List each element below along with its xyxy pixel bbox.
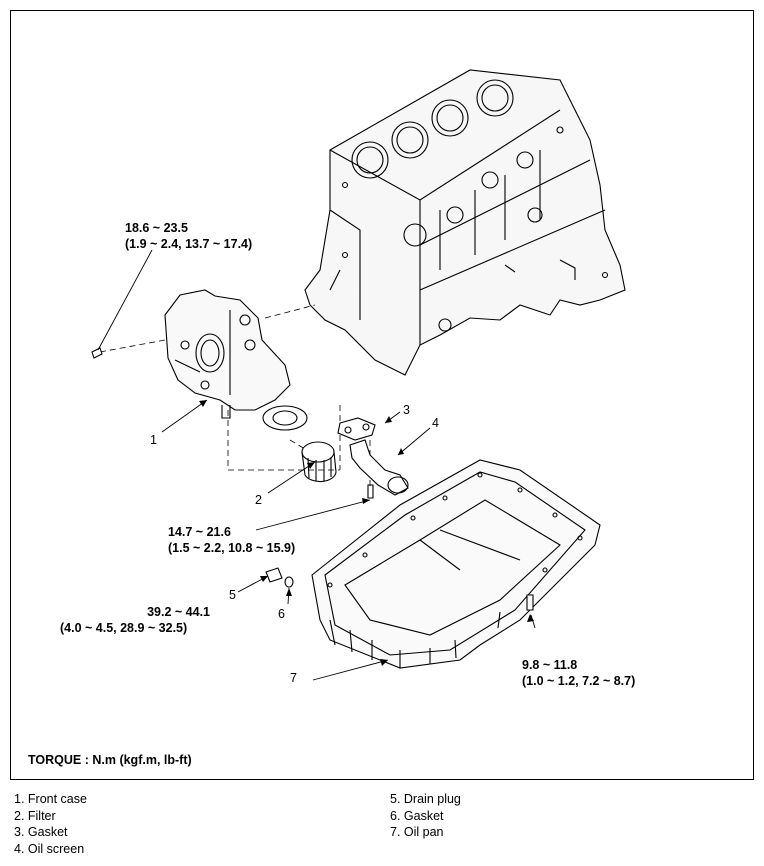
- legend-left: 1. Front case 2. Filter 3. Gasket 4. Oil…: [14, 791, 87, 857]
- front-case-drawing: [164, 289, 308, 431]
- gasket-3-drawing: [337, 417, 376, 441]
- diagram-frame: [10, 10, 754, 780]
- oil-pan-bolt: [526, 594, 534, 611]
- legend-item: 1. Front case: [14, 792, 87, 806]
- drain-plug-gasket: [284, 576, 294, 588]
- callout-6: 6: [278, 607, 285, 621]
- callout-3: 3: [403, 403, 410, 417]
- cylinder-block-drawing: [304, 69, 626, 376]
- oil-screen-drawing: [349, 439, 409, 499]
- front-case-bolt: [91, 347, 103, 359]
- callout-1: 1: [150, 433, 157, 447]
- torque-front-case-alt: (1.9 ~ 2.4, 13.7 ~ 17.4): [125, 237, 253, 251]
- callout-2: 2: [255, 493, 262, 507]
- leader-lines: [97, 249, 536, 681]
- torque-oil-screen-nm: 14.7 ~ 21.6: [168, 525, 231, 539]
- torque-drain-plug-nm: 39.2 ~ 44.1: [147, 605, 210, 619]
- torque-oil-pan-alt: (1.0 ~ 1.2, 7.2 ~ 8.7): [522, 674, 636, 688]
- legend-item: 6. Gasket: [390, 808, 444, 823]
- legend-item: 3. Gasket: [14, 825, 68, 839]
- leader-7: [312, 659, 389, 681]
- torque-oil-screen-alt: (1.5 ~ 2.2, 10.8 ~ 15.9): [168, 541, 296, 555]
- torque-unit-note: TORQUE : N.m (kgf.m, lb-ft): [28, 753, 192, 767]
- arrowheads: [199, 400, 534, 666]
- legend-right: 5. Drain plug 6. Gasket 7. Oil pan: [390, 791, 461, 841]
- torque-oil-pan-nm: 9.8 ~ 11.8: [522, 658, 578, 672]
- legend-item: 5. Drain plug: [390, 792, 461, 806]
- legend-item: 4. Oil screen: [14, 841, 85, 856]
- torque-drain-plug-alt: (4.0 ~ 4.5, 28.9 ~ 32.5): [60, 621, 188, 635]
- callout-4: 4: [432, 416, 439, 430]
- leader-2: [267, 461, 316, 494]
- leader-oil-screen-torque: [255, 499, 371, 531]
- callout-7: 7: [290, 671, 297, 685]
- drain-plug: [265, 567, 283, 583]
- leader-4: [397, 427, 431, 456]
- filter-drawing: [301, 441, 337, 483]
- leader-front-case-torque: [97, 249, 153, 351]
- oil-pan-drawing: [311, 459, 601, 669]
- leader-1: [161, 399, 208, 433]
- legend-item: 2. Filter: [14, 808, 56, 823]
- callout-5: 5: [229, 588, 236, 602]
- legend-item: 7. Oil pan: [390, 825, 444, 839]
- torque-front-case-nm: 18.6 ~ 23.5: [125, 221, 188, 235]
